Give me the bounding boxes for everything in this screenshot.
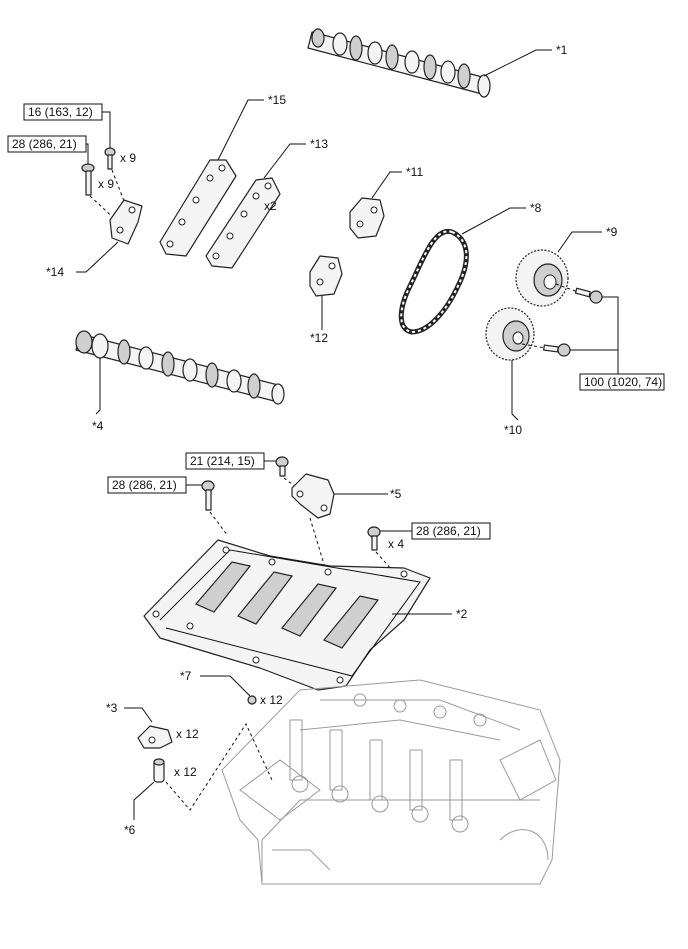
torque-label-28-a: 28 (286, 21) — [12, 137, 77, 151]
qty-part-6: x 12 — [174, 765, 197, 779]
camshaft-4 — [75, 330, 285, 405]
callout-5: *5 — [390, 487, 402, 501]
qty-bolt-16: x 9 — [120, 151, 136, 165]
timing-chain-8 — [398, 228, 469, 335]
chain-tensioner-5 — [291, 473, 335, 519]
torque-label-100: 100 (1020, 74) — [584, 375, 662, 389]
callout-8: *8 — [530, 201, 542, 215]
callout-6: *6 — [124, 823, 136, 837]
callout-14: *14 — [46, 265, 64, 279]
bolt-28-a — [81, 163, 95, 196]
cylinder-head — [221, 679, 561, 885]
torque-label-16: 16 (163, 12) — [28, 105, 93, 119]
qty-part-3: x 12 — [176, 727, 199, 741]
torque-box-100 — [579, 373, 665, 391]
callout-2: *2 — [456, 607, 468, 621]
callout-11: *11 — [406, 165, 423, 179]
torque-label-21: 21 (214, 15) — [190, 454, 255, 468]
torque-label-28-c: 28 (286, 21) — [416, 524, 481, 538]
timing-gear-10 — [485, 307, 535, 361]
bolt-21 — [275, 456, 289, 477]
callout-9: *9 — [606, 225, 618, 239]
camshaft-housing-15 — [159, 159, 237, 257]
callout-13: *13 — [310, 137, 328, 151]
bolt-16 — [104, 147, 116, 170]
bracket-12 — [309, 255, 343, 297]
bearing-cap-14 — [109, 199, 143, 245]
rocker-arm-3 — [137, 725, 173, 749]
qty-bolt-28-c: x 4 — [388, 537, 404, 551]
gear-bolt-10 — [543, 343, 571, 357]
lash-adjuster-6 — [153, 758, 165, 783]
timing-gear-9 — [515, 249, 569, 307]
bolt-28-b — [201, 480, 215, 511]
callout-15: *15 — [268, 93, 286, 107]
small-part-7 — [247, 695, 257, 705]
torque-label-28-b: 28 (286, 21) — [112, 478, 177, 492]
bracket-11 — [349, 197, 385, 239]
callout-7: *7 — [180, 669, 192, 683]
callout-3: *3 — [106, 701, 118, 715]
callout-1: *1 — [556, 43, 568, 57]
qty-cap-13: x2 — [264, 199, 277, 213]
bolt-28-c — [367, 526, 381, 551]
callout-10: *10 — [504, 423, 522, 437]
qty-bolt-28-a: x 9 — [98, 177, 114, 191]
camshaft-housing-2 — [143, 539, 431, 691]
gear-bolt-9 — [574, 287, 603, 304]
camshaft-1 — [307, 28, 491, 98]
qty-part-7: x 12 — [260, 693, 283, 707]
callout-4: *4 — [92, 419, 104, 433]
callout-12: *12 — [310, 331, 328, 345]
camshaft-housing-13 — [205, 177, 281, 269]
